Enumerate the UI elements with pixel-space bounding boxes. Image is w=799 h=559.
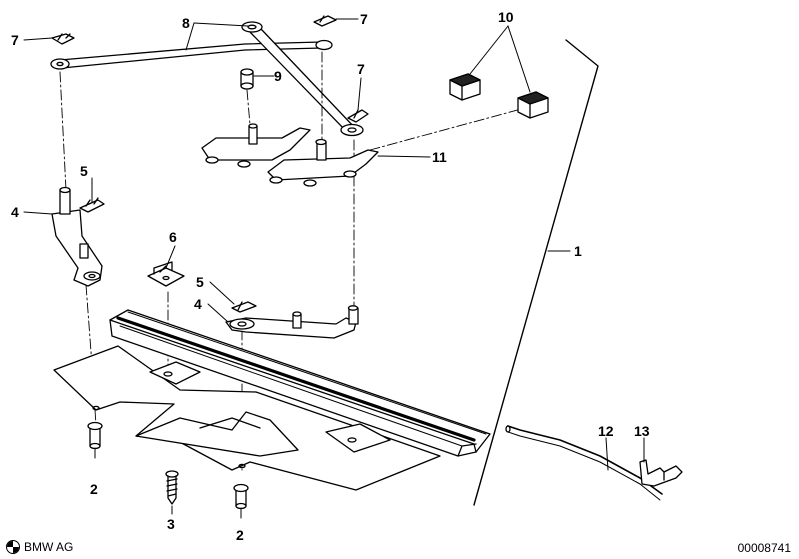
part-2-pin-right	[233, 483, 249, 510]
callout-5-left: 5	[80, 163, 88, 179]
callout-10: 10	[498, 9, 514, 25]
part-2-pin-left	[87, 421, 103, 450]
part-7-clip-right	[347, 109, 369, 123]
part-7-clip-left	[51, 33, 75, 45]
callout-7-top: 7	[360, 11, 368, 27]
callout-3: 3	[167, 516, 175, 532]
part-5-clip-center	[231, 301, 257, 313]
bmw-roundel-icon	[6, 540, 20, 554]
callout-2-right: 2	[236, 527, 244, 543]
part-4-bracket-left	[51, 186, 103, 287]
brand-text: BMW AG	[24, 540, 74, 554]
part-1-group-bracket	[473, 39, 599, 506]
callout-5-center: 5	[196, 274, 204, 290]
upper-mount-plate-a	[201, 123, 311, 168]
part-13-cable-holder	[639, 459, 683, 487]
callout-4-left: 4	[11, 204, 19, 220]
part-4-lever-center	[225, 305, 359, 339]
guide-rail	[109, 309, 491, 457]
copyright-brand: BMW AG	[6, 540, 73, 554]
callout-6: 6	[169, 229, 177, 245]
document-number: 00008741	[737, 541, 791, 555]
callout-7-left: 7	[11, 32, 19, 48]
callout-13: 13	[634, 423, 650, 439]
leader-lines	[23, 18, 645, 519]
callout-12: 12	[598, 423, 614, 439]
part-3-screw	[165, 470, 179, 505]
callout-4-center: 4	[194, 296, 202, 312]
part-10-rubber-pad-b	[517, 91, 549, 119]
part-6-nut-clip	[147, 261, 185, 287]
part-9-bushing	[240, 68, 254, 90]
part-5-clip-left	[79, 197, 105, 213]
part-7-clip-top	[313, 15, 337, 27]
base-mounting-plate	[53, 345, 441, 491]
part-10-rubber-pad-a	[449, 73, 481, 101]
callout-numbers: 1 2 2 3 4 4 5 5 6 7 7 7 8 9 10 11 12 13	[11, 9, 650, 543]
callout-7-right: 7	[357, 61, 365, 77]
callout-8: 8	[182, 15, 190, 31]
part-8-linkage-rod	[50, 21, 364, 137]
callout-1: 1	[574, 243, 582, 259]
callout-9: 9	[274, 68, 282, 84]
callout-11: 11	[432, 149, 447, 165]
callout-2-left: 2	[90, 481, 98, 497]
upper-mount-plate-b	[267, 138, 379, 187]
